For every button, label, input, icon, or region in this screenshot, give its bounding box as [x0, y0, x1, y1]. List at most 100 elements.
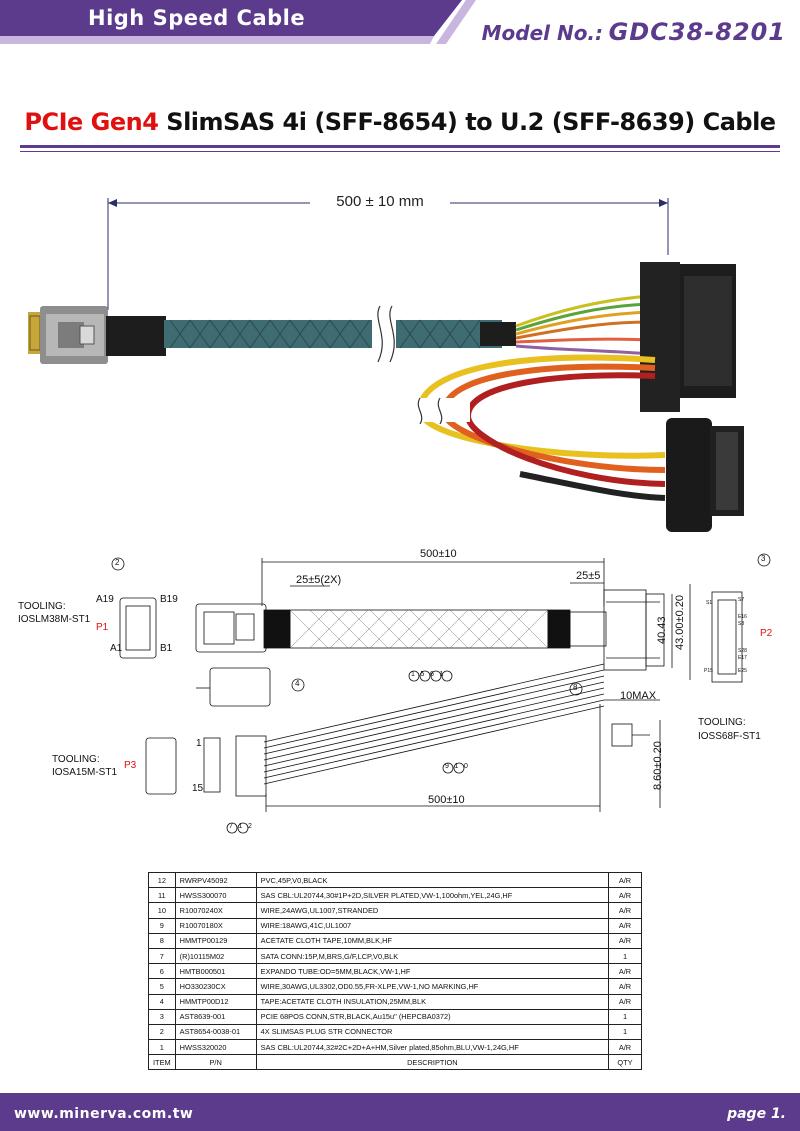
pin-a1: A1 [110, 643, 123, 654]
p1-label: P1 [96, 622, 109, 633]
p2-pin-e17: E17 [738, 655, 747, 661]
bom-qty: 1 [608, 1008, 642, 1025]
tooling-p3-label: TOOLING: [52, 754, 100, 765]
bom-pn: R10070240X [174, 902, 257, 919]
sata-pin-1: 1 [196, 738, 202, 749]
bom-item: 7 [148, 947, 176, 965]
bom-qty: A/R [608, 1039, 642, 1056]
bom-desc: WIRE:18AWG,41C,UL1007 [255, 917, 610, 934]
callout-2: 2 [115, 558, 120, 567]
title-rule [20, 145, 780, 148]
model-value: GDC38-8201 [608, 18, 786, 46]
bom-pn: HMTB000501 [174, 963, 257, 980]
bom-desc: SAS CBL:UL20744,32#2C+2D+A+HM,Silver pla… [255, 1039, 610, 1056]
dim-boot-right: 25±5 [576, 570, 601, 582]
bom-pn: HWSS300070 [174, 887, 257, 904]
bom-item: 2 [148, 1023, 176, 1041]
bom-item: 11 [148, 887, 176, 904]
tooling-p1-label: TOOLING: [18, 601, 66, 612]
bom-item: 3 [148, 1008, 176, 1025]
p2-pin-s7: S7 [738, 597, 745, 603]
bom-item: 9 [148, 917, 176, 934]
bom-desc: SAS CBL:UL20744,30#1P+2D,SILVER PLATED,V… [255, 887, 610, 904]
category-title: High Speed Cable [88, 6, 306, 30]
bom-pn: (R)10115M02 [174, 947, 257, 965]
page-title: PCIe Gen4 SlimSAS 4i (SFF-8654) to U.2 (… [0, 108, 800, 136]
bom-qty: A/R [608, 993, 642, 1010]
p2-pin-e16: E16 [738, 614, 747, 620]
title-rest: SlimSAS 4i (SFF-8654) to U.2 (SFF-8639) … [166, 108, 776, 136]
bom-item: 10 [148, 902, 176, 919]
bom-desc: ACETATE CLOTH TAPE,10MM,BLK,HF [255, 932, 610, 949]
bom-pn: AST8639-001 [174, 1008, 257, 1025]
bom-desc: PVC,45P,V0,BLACK [255, 871, 610, 889]
bom-qty: 1 [608, 1023, 642, 1041]
tooling-p2-value: IOSS68F-ST1 [698, 731, 761, 742]
bom-pn: R10070180X [174, 917, 257, 934]
bom-desc: 4X SLIMSAS PLUG STR CONNECTOR [255, 1023, 610, 1041]
pin-b19: B19 [160, 594, 178, 605]
p2-pin-s8: S8 [738, 621, 745, 627]
bom-qty: A/R [608, 917, 642, 934]
sata-pin-15: 15 [192, 783, 204, 794]
bom-pn: HMMTP00129 [174, 932, 257, 949]
bom-qty: A/R [608, 978, 642, 995]
p2-pin-e25: E25 [738, 668, 747, 674]
bom-header-pn: P/N [174, 1054, 257, 1071]
photo-length-label: 500 ± 10 mm [310, 193, 450, 210]
pin-a19: A19 [96, 594, 114, 605]
footer-band [0, 1093, 800, 1131]
dim-p2-width: 43.00±0.20 [674, 595, 686, 650]
bom-desc: WIRE,30AWG,UL3302,OD0.55,FR-XLPE,VW-1,NO… [255, 978, 610, 995]
callout-8: 8 [573, 683, 578, 692]
bom-qty: 1 [608, 947, 642, 965]
title-highlight: PCIe Gen4 [24, 108, 159, 136]
bom-desc: TAPE:ACETATE CLOTH INSULATION,25MM,BLK [255, 993, 610, 1010]
bom-item: 1 [148, 1039, 176, 1056]
footer-website-link[interactable]: www.minerva.com.tw [14, 1106, 194, 1122]
callout-4: 4 [295, 679, 300, 688]
callout-910: 910 [445, 763, 474, 770]
tooling-p3-value: IOSA15M-ST1 [52, 767, 118, 778]
callout-1561: 1561 [411, 671, 449, 678]
dim-boot-left: 25±5(2X) [296, 574, 342, 586]
bom-qty: A/R [608, 902, 642, 919]
bom-pn: HO330230CX [174, 978, 257, 995]
bom-desc: EXPANDO TUBE:OD=5MM,BLACK,VW-1,HF [255, 963, 610, 980]
bom-pn: HWSS320020 [174, 1039, 257, 1056]
tooling-p2-label: TOOLING: [698, 717, 746, 728]
header-band [0, 0, 476, 44]
p2-pin-p15: P15 [704, 668, 713, 674]
callout-3: 3 [761, 554, 766, 563]
bom-desc: SATA CONN:15P,M,BRS,G/F,LCP,V0,BLK [255, 947, 610, 965]
model-number: Model No.: GDC38-8201 [482, 18, 786, 46]
dim-sata-height: 8.60±0.20 [652, 741, 664, 790]
bom-header-desc: DESCRIPTION [255, 1054, 610, 1071]
bom-item: 5 [148, 978, 176, 995]
bom-item: 4 [148, 993, 176, 1010]
dim-p2-inner: 40.43 [656, 616, 668, 644]
p2-pin-s28: S28 [738, 648, 747, 654]
bom-qty: A/R [608, 932, 642, 949]
p2-label: P2 [760, 628, 773, 639]
bom-item: 8 [148, 932, 176, 949]
model-label: Model No.: [481, 21, 604, 45]
page-number: page 1. [727, 1106, 786, 1122]
callout-712: 712 [229, 823, 258, 830]
bom-item: 6 [148, 963, 176, 980]
bom-desc: WIRE,24AWG,UL1007,STRANDED [255, 902, 610, 919]
bom-qty: A/R [608, 871, 642, 889]
bom-item: 12 [148, 871, 176, 889]
